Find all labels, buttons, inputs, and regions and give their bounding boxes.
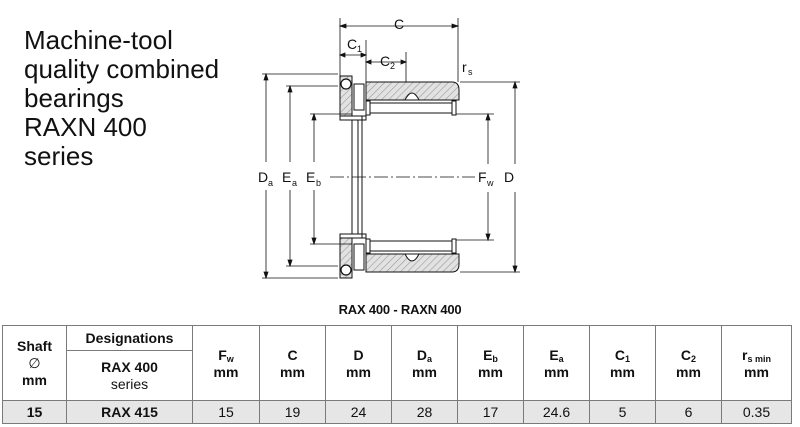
header-shaft-symbol: ∅ [28, 354, 41, 371]
label-fw-sub: w [486, 178, 494, 188]
heading-line: quality combined [24, 54, 220, 84]
table-caption: RAX 400 - RAXN 400 [338, 302, 462, 317]
label-d: D [504, 169, 514, 185]
cell-value: 6 [655, 400, 722, 424]
label-eb-sub: b [316, 178, 321, 188]
bearing-cross-section-diagram: C C 1 C 2 r s [258, 16, 520, 280]
dimension-da [262, 72, 338, 280]
header-col: D mm [325, 325, 392, 401]
dimension-fw [456, 112, 494, 242]
heading-line: RAXN 400 [24, 112, 147, 142]
cell-designation: RAX 415 [66, 400, 193, 424]
outer-ring-upper [365, 81, 460, 101]
header-col: C1 mm [589, 325, 656, 401]
outer-ring-lower [365, 253, 460, 273]
header-col: Eb mm [457, 325, 524, 401]
label-rs: r [462, 59, 467, 75]
label-c1: C [347, 36, 357, 52]
header-col: C mm [259, 325, 326, 401]
cell-value: 19 [259, 400, 326, 424]
page-heading: Machine-tool quality combined bearings R… [24, 26, 254, 171]
dimension-d [460, 80, 520, 274]
label-da-sub: a [268, 178, 273, 188]
label-ea-sub: a [292, 178, 297, 188]
cell-value: 28 [391, 400, 458, 424]
header-col: Ea mm [523, 325, 590, 401]
dimension-eb [310, 112, 352, 246]
dimension-ea [286, 84, 338, 268]
specification-table: Shaft ∅ mm Designations Fw mm C mm D mm … [2, 324, 792, 424]
label-c2: C [380, 53, 390, 69]
heading-line: bearings [24, 83, 124, 113]
header-col: Da mm [391, 325, 458, 401]
header-col: Fw mm [192, 325, 260, 401]
header-shaft-label: Shaft [17, 337, 52, 354]
header-col: rs min mm [721, 325, 792, 401]
dimension-c [338, 18, 460, 82]
cell-value: 5 [589, 400, 656, 424]
cell-value: 15 [192, 400, 260, 424]
cell-value: 24 [325, 400, 392, 424]
header-series: RAX 400 series [66, 350, 193, 401]
label-c: C [394, 16, 404, 32]
needle-roller-lower [365, 238, 457, 254]
cell-shaft: 15 [2, 400, 67, 424]
heading-line: series [24, 141, 94, 171]
label-c1-sub: 1 [357, 44, 362, 54]
cell-value: 0.35 [721, 400, 792, 424]
needle-roller-upper [365, 100, 457, 116]
header-shaft-unit: mm [22, 371, 47, 388]
header-shaft: Shaft ∅ mm [2, 325, 67, 401]
cell-value: 24.6 [523, 400, 590, 424]
label-c2-sub: 2 [390, 61, 395, 71]
label-rs-sub: s [468, 67, 473, 77]
label-ea: E [282, 169, 291, 185]
heading-line: Machine-tool [24, 25, 173, 55]
label-da: D [258, 169, 268, 185]
header-col: C2 mm [655, 325, 722, 401]
label-fw: F [478, 169, 487, 185]
table-row: 15 RAX 415 15 19 24 28 17 24.6 5 6 0.35 [2, 400, 792, 424]
cell-value: 17 [457, 400, 524, 424]
header-designations: Designations [66, 324, 193, 352]
label-eb: E [306, 169, 315, 185]
